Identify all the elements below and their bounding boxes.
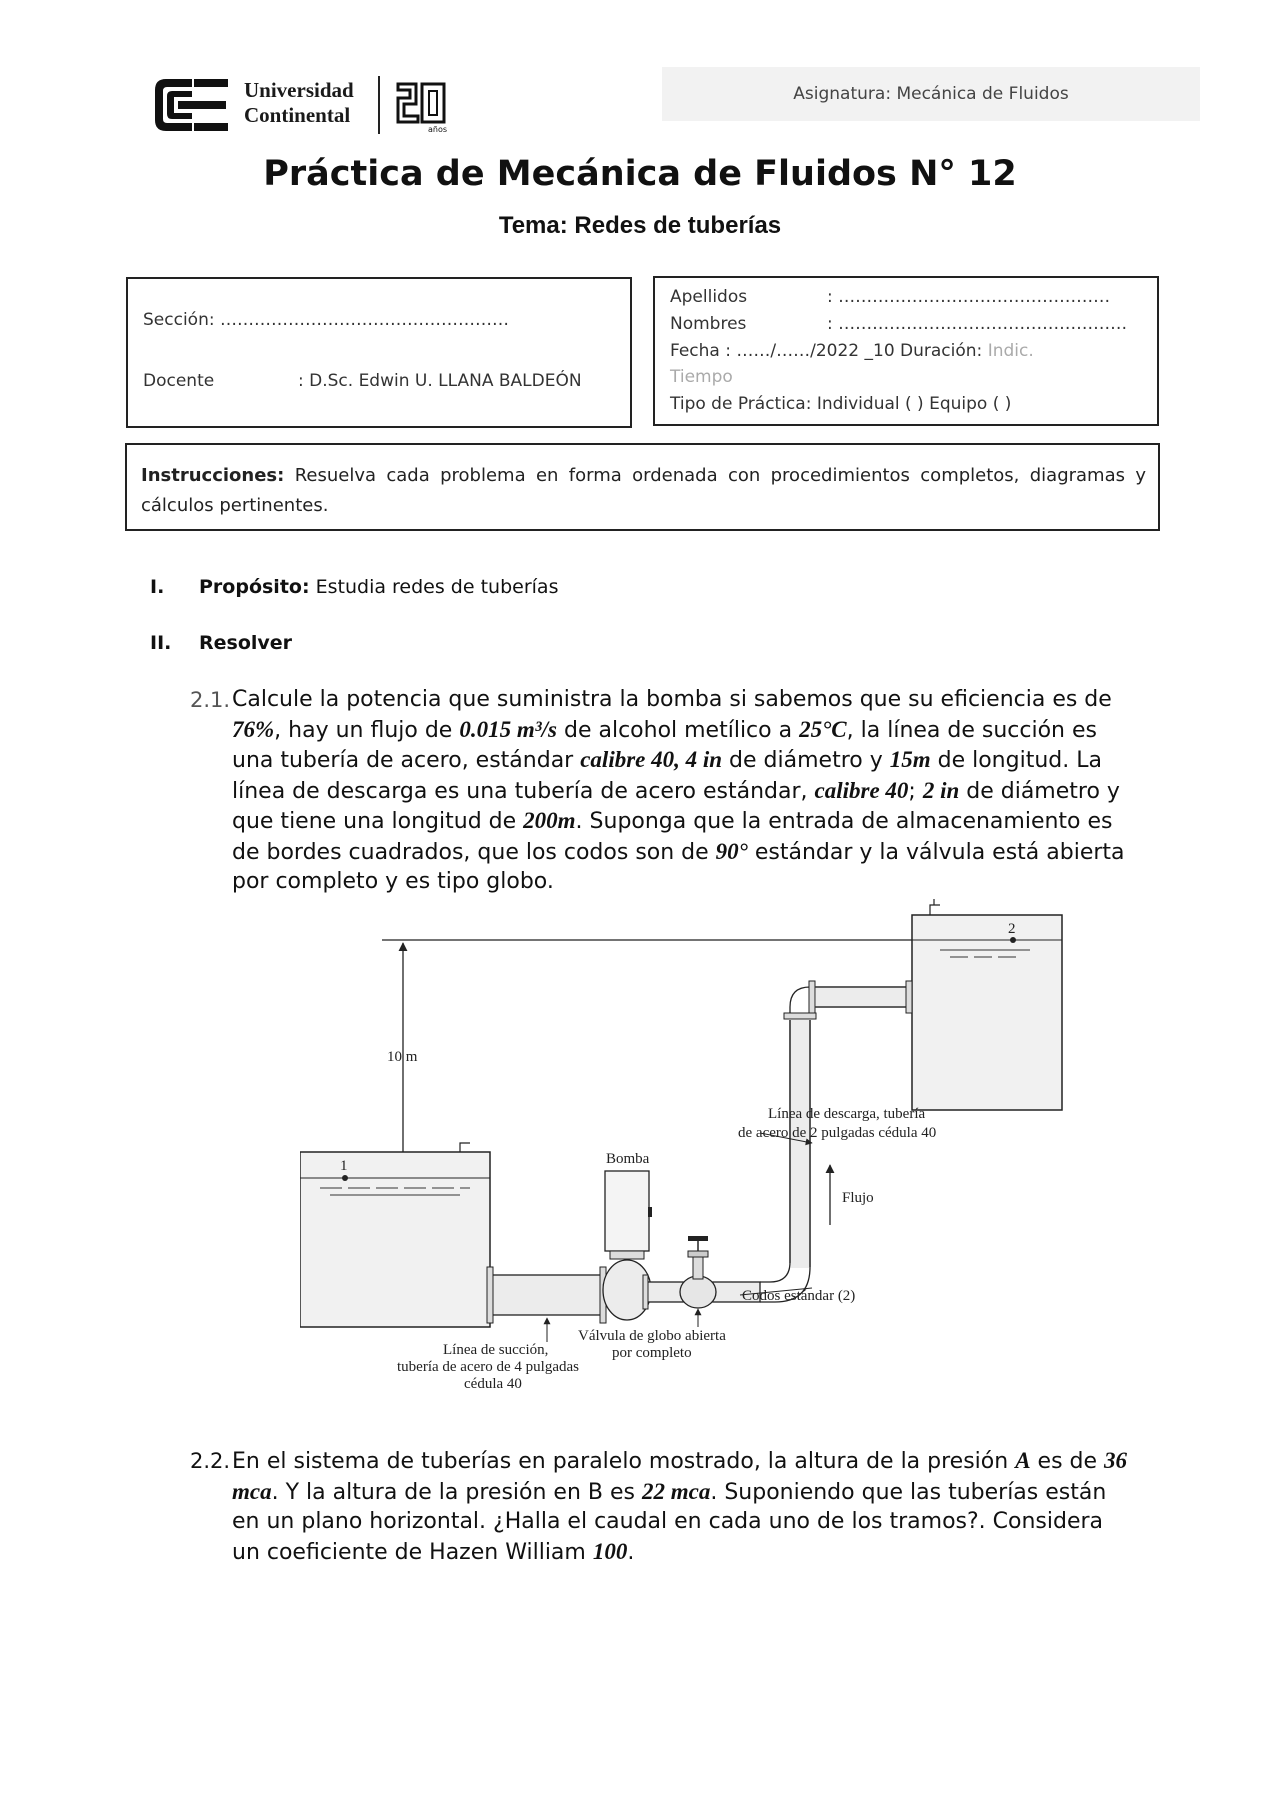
globe-valve <box>679 1236 717 1309</box>
height-label: 10 m <box>387 1049 418 1065</box>
lower-tank <box>300 1142 491 1328</box>
pump-body <box>602 1170 652 1321</box>
anniversary-20-icon: años <box>396 82 447 134</box>
section-1-number: I. <box>150 576 165 598</box>
docente-value: : D.Sc. Edwin U. LLANA BALDEÓN <box>298 371 582 391</box>
fecha-row: Fecha : ……/……/2022 _10 Duración: Indic. <box>670 341 1034 361</box>
instructions-text: Instrucciones: Resuelva cada problema en… <box>141 461 1146 521</box>
upper-tank <box>911 899 1063 1111</box>
problem-2-number: 2.2. <box>190 1449 231 1473</box>
seccion-field[interactable]: Sección: …………………………………………… <box>143 310 509 330</box>
docente-label: Docente <box>143 371 215 391</box>
pump-label: Bomba <box>606 1151 650 1167</box>
section-2-label: Resolver <box>199 632 293 654</box>
apellidos-field[interactable]: : ………………………………………… <box>827 287 1111 307</box>
point-1-marker <box>342 1175 348 1181</box>
page-subtitle: Tema: Redes de tuberías <box>498 212 782 239</box>
university-logo-icon <box>155 79 228 131</box>
subject-label: Asignatura: Mecánica de Fluidos <box>793 84 1069 104</box>
discharge-label-2: de acero de 2 pulgadas cédula 40 <box>738 1125 936 1141</box>
suction-label-2: tubería de acero de 4 pulgadas <box>397 1359 579 1375</box>
discharge-pipe-vertical <box>791 1020 809 1268</box>
flow-label: Flujo <box>842 1190 874 1206</box>
pump-system-diagram: 10 m 2 1 Bomba <box>300 899 1063 1392</box>
subject-bar: Asignatura: Mecánica de Fluidos <box>662 67 1200 121</box>
university-name: Universidad Continental <box>244 78 354 128</box>
university-name-line1: Universidad <box>244 78 354 102</box>
nombres-field[interactable]: : …………………………………………… <box>827 314 1128 334</box>
section-2-number: II. <box>150 632 172 654</box>
section-1: Propósito: Estudia redes de tuberías <box>199 576 558 598</box>
info-box-left: Sección: …………………………………………… Docente : D.S… <box>126 277 632 428</box>
point-1-label: 1 <box>340 1158 348 1174</box>
logo-divider <box>378 76 380 134</box>
problem-1-text: Calcule la potencia que suministra la bo… <box>232 687 1125 894</box>
nombres-label: Nombres <box>670 314 747 334</box>
point-2-label: 2 <box>1008 921 1016 937</box>
section-1-label: Propósito: <box>199 576 310 598</box>
apellidos-label: Apellidos <box>670 287 748 307</box>
suction-label-1: Línea de succión, <box>443 1342 548 1358</box>
anniversary-small-text: años <box>428 125 447 134</box>
instructions-label: Instrucciones: <box>141 465 285 486</box>
elbows-label: Codos estándar (2) <box>742 1288 855 1304</box>
discharge-pipe-top <box>816 988 912 1006</box>
duracion-hint-2: Tiempo <box>670 367 733 387</box>
section-1-text: Estudia redes de tuberías <box>315 576 559 598</box>
duracion-hint: Indic. <box>987 341 1034 361</box>
problem-2-text: En el sistema de tuberías en paralelo mo… <box>232 1448 1128 1565</box>
suction-label-3: cédula 40 <box>464 1376 522 1392</box>
valve-label-1: Válvula de globo abierta <box>578 1328 726 1344</box>
page-title: Práctica de Mecánica de Fluidos N° 12 <box>263 154 1017 194</box>
instructions-box: Instrucciones: Resuelva cada problema en… <box>125 443 1160 531</box>
fecha-field[interactable]: Fecha : ……/……/2022 _10 Duración: <box>670 341 983 361</box>
discharge-label-1: Línea de descarga, tubería <box>768 1106 925 1122</box>
suction-pipe <box>489 1274 605 1316</box>
point-2-marker <box>1010 937 1016 943</box>
instructions-body: Resuelva cada problema en forma ordenada… <box>141 465 1146 516</box>
info-box-right: Apellidos : ………………………………………… Nombres : …… <box>653 276 1159 426</box>
tipo-practica[interactable]: Tipo de Práctica: Individual ( ) Equipo … <box>670 394 1012 414</box>
university-name-line2: Continental <box>244 103 351 127</box>
problem-1-number: 2.1. <box>190 688 231 712</box>
valve-label-2: por completo <box>612 1345 692 1361</box>
